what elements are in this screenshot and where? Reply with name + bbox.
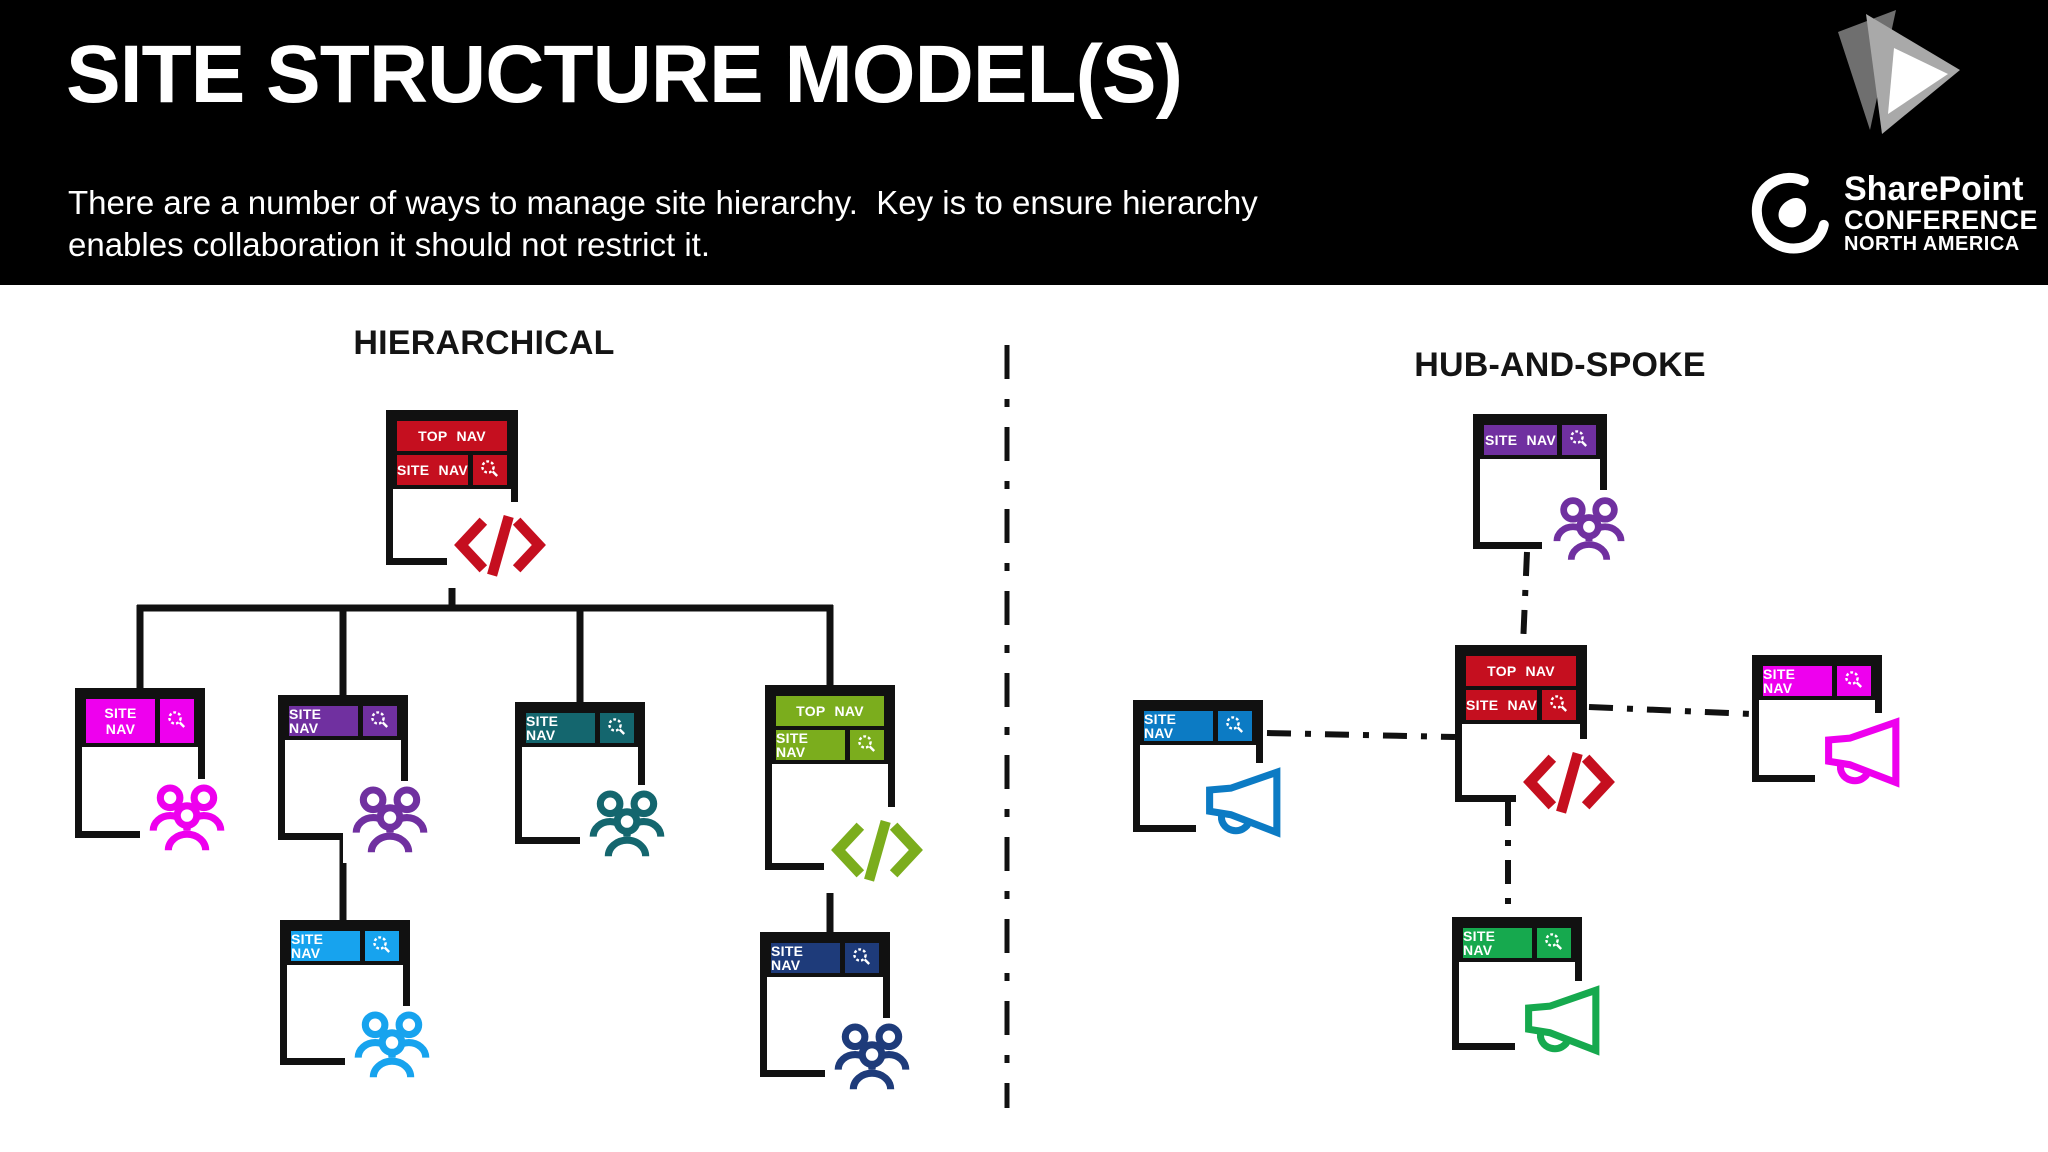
search-icon xyxy=(160,699,194,743)
site-nav-label: SITE NAV xyxy=(1466,697,1537,713)
code-icon xyxy=(1516,739,1622,825)
site-nav-bar: SITE NAV xyxy=(289,706,358,736)
hub-and-spoke-title: HUB-AND-SPOKE xyxy=(1414,346,1706,384)
top-nav-label: TOP NAV xyxy=(796,703,864,719)
sharepoint-swirl-icon xyxy=(1751,173,1829,254)
logo-line2: CONFERENCE xyxy=(1844,204,2039,235)
people-icon xyxy=(140,779,234,861)
search-icon xyxy=(1542,690,1576,720)
tree-connectors xyxy=(136,560,834,934)
site-nav-label: SITE NAV xyxy=(1763,666,1796,696)
people-icon xyxy=(345,1006,439,1088)
megaphone-icon xyxy=(1815,713,1913,797)
code-icon xyxy=(824,807,930,893)
site-nav-label: SITE NAV xyxy=(397,462,468,478)
hierarchical-title: HIERARCHICAL xyxy=(353,324,615,362)
top-nav-bar: TOP NAV xyxy=(776,696,884,726)
top-nav-label: TOP NAV xyxy=(418,428,486,444)
hub-spoke-left-node: SITE NAV xyxy=(1133,700,1294,847)
site-nav-bar: SITE NAV xyxy=(86,699,155,743)
hub-spoke-right-node: SITE NAV xyxy=(1752,655,1913,797)
search-icon xyxy=(1837,666,1871,696)
slide-header: SITE STRUCTURE MODEL(S) There are a numb… xyxy=(0,0,2048,285)
site-nav-bar: SITE NAV xyxy=(1463,928,1532,958)
hier-child-teal-node: SITE NAV xyxy=(515,702,674,867)
top-nav-bar: TOP NAV xyxy=(397,421,507,451)
search-icon xyxy=(1218,711,1252,741)
site-nav-label: SITE NAV xyxy=(291,931,324,961)
hub-spoke-top-node: SITE NAV xyxy=(1473,414,1636,572)
hier-grandchild-navy-node: SITE NAV xyxy=(760,932,919,1100)
hub-spoke-bottom-node: SITE NAV xyxy=(1452,917,1613,1065)
megaphone-icon xyxy=(1515,981,1613,1065)
search-icon xyxy=(1562,425,1596,455)
top-nav-label: TOP NAV xyxy=(1487,663,1555,679)
site-nav-bar: SITE NAV xyxy=(1484,425,1557,455)
site-nav-bar: SITE NAV xyxy=(526,713,595,743)
logo-text: SharePoint CONFERENCE NORTH AMERICA xyxy=(1844,172,2038,255)
search-icon xyxy=(473,455,507,485)
search-icon xyxy=(1537,928,1571,958)
hier-child-green-node: TOP NAV SITE NAV xyxy=(765,685,930,893)
slide-subtitle: There are a number of ways to manage sit… xyxy=(68,184,1258,264)
search-icon xyxy=(363,706,397,736)
search-icon xyxy=(850,730,884,760)
top-nav-bar: TOP NAV xyxy=(1466,656,1576,686)
hier-child-purple-node: SITE NAV xyxy=(278,695,437,863)
sharepoint-conference-logo: SharePoint CONFERENCE NORTH AMERICA xyxy=(1750,172,2038,255)
site-nav-bar: SITE NAV xyxy=(397,455,468,485)
site-nav-bar: SITE NAV xyxy=(1144,711,1213,741)
hub-center-node: TOP NAV SITE NAV xyxy=(1455,645,1622,825)
site-nav-bar: SITE NAV xyxy=(291,931,360,961)
slide-title: SITE STRUCTURE MODEL(S) xyxy=(66,29,1183,120)
people-icon xyxy=(1542,490,1636,572)
logo-name: SharePoint xyxy=(1844,170,2024,208)
site-nav-label: SITE NAV xyxy=(771,943,804,973)
site-nav-label: SITE NAV xyxy=(1485,432,1556,448)
site-nav-bar: SITE NAV xyxy=(1763,666,1832,696)
search-icon xyxy=(845,943,879,973)
hier-grandchild-lightblue-node: SITE NAV xyxy=(280,920,439,1088)
code-icon xyxy=(447,502,553,588)
people-icon xyxy=(825,1018,919,1100)
megaphone-icon xyxy=(1196,763,1294,847)
site-nav-label: SITE NAV xyxy=(289,706,322,736)
people-icon xyxy=(343,781,437,863)
site-nav-bar: SITE NAV xyxy=(776,730,845,760)
site-nav-bar: SITE NAV xyxy=(1466,690,1537,720)
site-nav-bar: SITE NAV xyxy=(771,943,840,973)
people-icon xyxy=(580,785,674,867)
logo-line3: NORTH AMERICA xyxy=(1844,233,2020,256)
site-nav-label: SITE NAV xyxy=(776,730,809,760)
search-icon xyxy=(600,713,634,743)
site-nav-label: SITE NAV xyxy=(1463,928,1496,958)
hier-child-magenta-node: SITE NAV xyxy=(75,688,234,861)
search-icon xyxy=(365,931,399,961)
hier-root-node: TOP NAV SITE NAV xyxy=(386,410,553,588)
node-header: TOP NAV SITE NAV xyxy=(393,417,511,489)
play-triangles-icon xyxy=(1838,10,1960,134)
site-nav-label: SITE NAV xyxy=(526,713,559,743)
spoke-connectors xyxy=(1266,551,1753,917)
site-nav-label: SITE NAV xyxy=(104,704,137,737)
site-nav-label: SITE NAV xyxy=(1144,711,1177,741)
